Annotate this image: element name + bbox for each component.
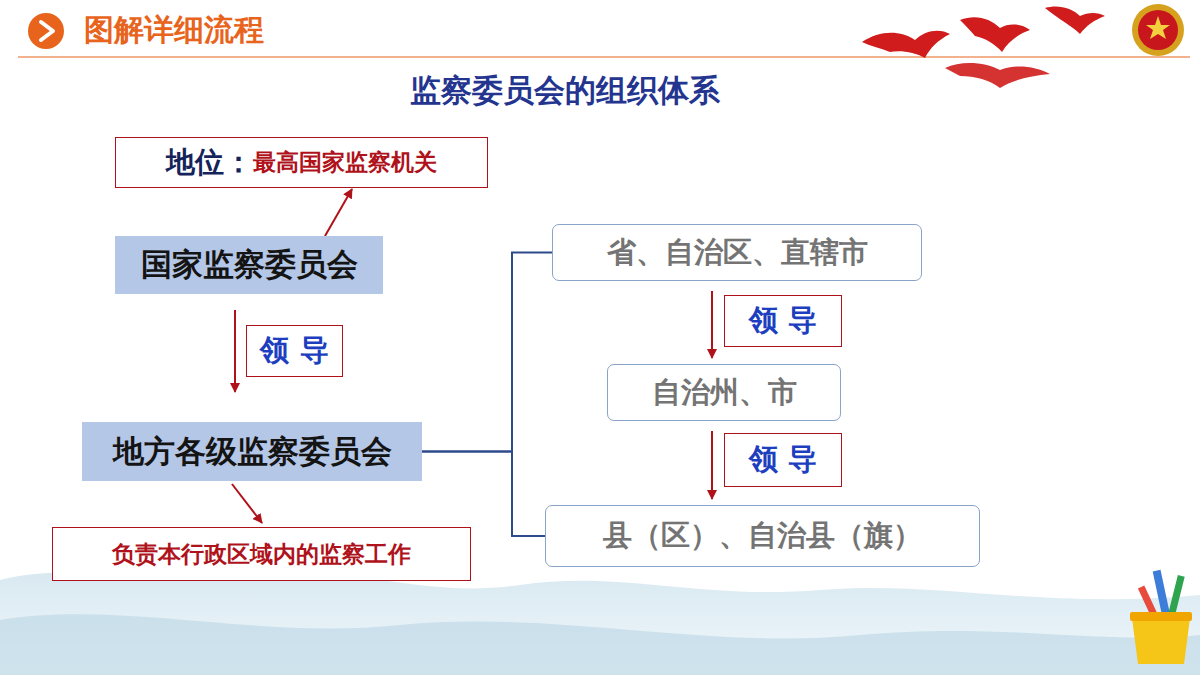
node-text: 领 导 xyxy=(260,331,328,371)
duty-box: 负责本行政区域内的监察工作 xyxy=(52,527,471,581)
watercolor-hills xyxy=(0,614,1200,675)
node-text: 县（区）、自治县（旗） xyxy=(603,516,922,556)
node-text: 负责本行政区域内的监察工作 xyxy=(112,539,411,570)
node-text: 最高国家监察机关 xyxy=(253,147,437,178)
header-icon xyxy=(41,22,53,40)
node-text: 自治州、市 xyxy=(652,373,797,413)
arrow-connector xyxy=(325,189,352,236)
bracket-line xyxy=(422,253,552,452)
arrow-connector xyxy=(232,484,262,523)
pencil-cup xyxy=(1130,570,1192,664)
relation-box: 领 导 xyxy=(724,295,842,347)
header-icon xyxy=(28,13,64,49)
arrow-connector xyxy=(711,291,713,358)
arrow-connector xyxy=(234,310,236,392)
node-text: 地方各级监察委员会 xyxy=(113,431,392,473)
status-box: 地位：最高国家监察机关 xyxy=(115,137,488,188)
node-text: 国家监察委员会 xyxy=(141,244,358,286)
level-box: 县（区）、自治县（旗） xyxy=(545,505,980,567)
watercolor-hills xyxy=(0,572,1200,675)
node-text: 省、自治区、直辖市 xyxy=(607,233,868,273)
bracket-line xyxy=(422,452,545,537)
organ-box: 地方各级监察委员会 xyxy=(82,422,422,481)
node-text: 领 导 xyxy=(749,440,817,480)
node-text: 地位： xyxy=(166,143,253,183)
section-heading: 图解详细流程 xyxy=(84,10,264,51)
arrow-connector xyxy=(711,431,713,499)
organ-box: 国家监察委员会 xyxy=(115,236,383,294)
level-box: 省、自治区、直辖市 xyxy=(552,224,922,281)
header-rule xyxy=(18,56,1190,57)
relation-box: 领 导 xyxy=(246,325,342,377)
relation-box: 领 导 xyxy=(724,433,842,487)
level-box: 自治州、市 xyxy=(607,364,841,421)
node-text: 领 导 xyxy=(749,301,817,341)
bird-decoration xyxy=(862,6,1105,88)
diagram-title: 监察委员会的组织体系 xyxy=(410,70,720,112)
national-emblem xyxy=(1132,4,1184,56)
